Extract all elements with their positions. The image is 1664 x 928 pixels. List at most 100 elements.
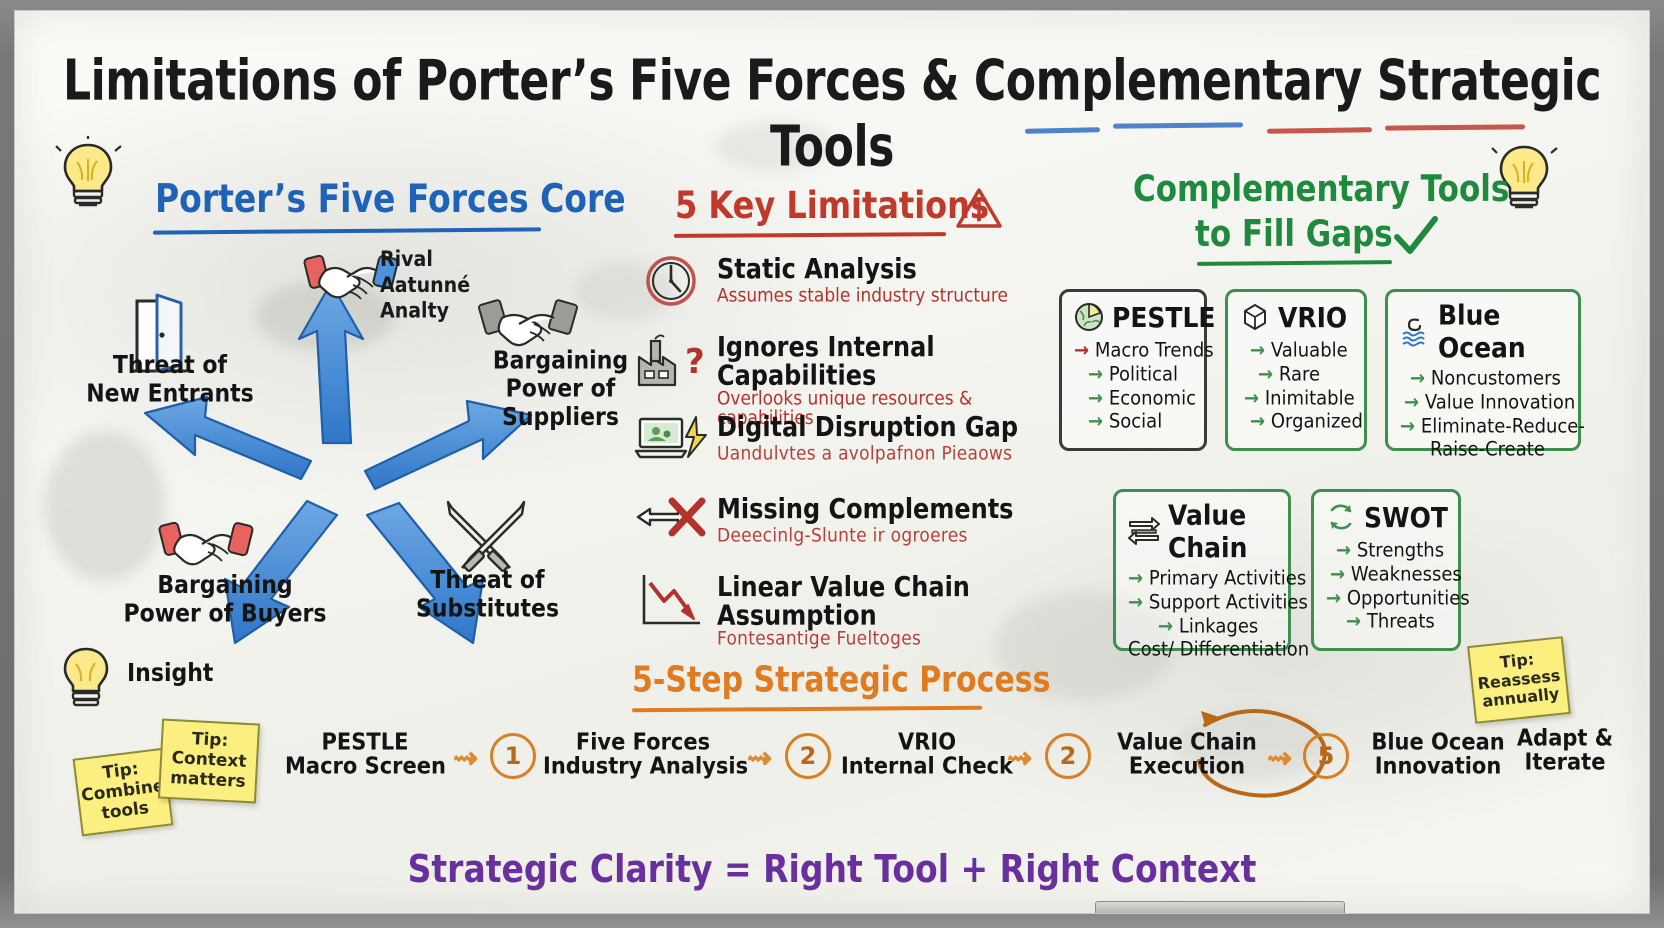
tool-card-title: VRIO: [1278, 300, 1348, 334]
process-step-number: 5: [1303, 733, 1349, 779]
handshake-red-icon: [158, 516, 254, 572]
process-connector-squiggle: ⇝: [453, 742, 479, 775]
tool-card-item: → Political: [1088, 362, 1179, 386]
arrow-icon: →: [1088, 362, 1104, 386]
arrow-icon: →: [1336, 539, 1352, 563]
arrow-icon: →: [1400, 414, 1416, 438]
tool-card-swot[interactable]: SWOT → Strengths → Weaknesses → Opportun…: [1311, 489, 1470, 651]
limitations-list: Static Analysis Assumes stable industry …: [634, 171, 1065, 671]
tool-card-blue-ocean[interactable]: Blue Ocean → Noncustomers → Value Innova…: [1385, 289, 1585, 461]
arrow-icon: →: [1330, 562, 1346, 586]
process-step: Five Forces Industry Analysis: [543, 728, 749, 780]
tool-card-item: → Organized: [1250, 410, 1363, 434]
process-step-line2: Internal Check: [840, 752, 1014, 780]
arrow-icon: →: [1250, 339, 1266, 363]
sticky-note-text: Tip: Context matters: [169, 729, 248, 792]
arrow-icon: →: [1088, 410, 1104, 434]
lightbulb-icon: [1491, 141, 1558, 213]
five-forces-star-arrows: [143, 281, 533, 645]
limitation-title: Digital Disruption Gap: [717, 410, 1019, 443]
process-connector-squiggle: ⇝: [747, 742, 773, 775]
five-forces-node-label-new-entrants: Threat of New Entrants: [86, 351, 254, 408]
arrow-icon: →: [1250, 410, 1266, 434]
five-forces-node-label-substitutes: Threat of Substitutes: [415, 566, 560, 623]
cross-icon: [635, 493, 707, 541]
five-forces-node-label-suppliers: Bargaining Power of Suppliers: [492, 347, 629, 432]
tool-card-item: → Social: [1088, 410, 1163, 434]
tool-card-item: → Valuable: [1250, 339, 1348, 363]
process-flow: PESTLE Macro Screen ⇝ 1 Five Forces Indu…: [285, 701, 1613, 811]
process-step-line1: Five Forces: [575, 728, 711, 756]
tool-card-item: → Opportunities: [1326, 586, 1470, 610]
tool-card-item: → Linkages: [1158, 614, 1259, 638]
process-step-number: 2: [1045, 733, 1091, 779]
open-door-icon: [123, 289, 193, 379]
tool-card-pestle[interactable]: PESTLE → Macro Trends → Political → Econ…: [1059, 289, 1215, 451]
tagline: Strategic Clarity = Right Tool + Right C…: [407, 845, 1257, 892]
marker-tray: [1095, 901, 1345, 913]
sticky-note-context-matters[interactable]: Tip: Context matters: [157, 718, 261, 804]
swot-cycle-icon: [1326, 502, 1356, 532]
tool-card-item: → Noncustomers: [1410, 367, 1561, 391]
arrow-icon: →: [1088, 386, 1104, 410]
tool-card-item: → Inimitable: [1244, 386, 1355, 410]
handshake-gray-icon: [478, 296, 578, 354]
process-step-line2: Execution: [1128, 752, 1246, 780]
process-loop-label-line1: Adapt &: [1516, 724, 1614, 752]
arrow-icon: →: [1346, 610, 1362, 634]
limitation-title: Linear Value Chain Assumption: [717, 570, 970, 632]
five-forces-node-label-rivalry: Rival Aatunné Analty: [380, 246, 471, 323]
limitation-item: Digital Disruption Gap Uandulvtes a avol…: [634, 410, 1055, 467]
limitation-subtitle: Uandulvtes a avolpafnon Pieaows: [717, 442, 1013, 465]
tool-card-title: PESTLE: [1112, 300, 1216, 334]
arrow-icon: →: [1258, 362, 1274, 386]
tool-card-item: Raise-Create: [1430, 438, 1545, 462]
tool-card-item: → Threats: [1346, 610, 1435, 634]
arrow-icon: →: [1158, 614, 1174, 638]
lightbulb-icon: [55, 136, 122, 211]
arrow-icon: →: [1074, 339, 1090, 363]
limitation-subtitle: Overlooks unique resources & capabilitie…: [717, 388, 973, 430]
tools-heading-line2: to Fill Gaps: [1195, 212, 1393, 256]
check-mark-icon: [1393, 215, 1439, 257]
insight-label: Insight: [127, 659, 214, 688]
whiteboard-surface: Limitations of Porter’s Five Forces & Co…: [14, 10, 1650, 914]
tool-card-value-chain[interactable]: Value Chain → Primary Activities → Suppo…: [1113, 489, 1309, 661]
clock-icon: [635, 253, 707, 309]
tool-card-item: → Eliminate-Reduce-: [1400, 414, 1585, 438]
sticky-note-text: Tip: Reassess annually: [1476, 649, 1562, 712]
tool-card-item: → Weaknesses: [1330, 562, 1462, 586]
arrow-icon: →: [1244, 386, 1260, 410]
limitation-title: Ignores Internal Capabilities: [717, 330, 935, 392]
tool-card-item: → Macro Trends: [1074, 339, 1214, 363]
limitation-item: Linear Value Chain Assumption Fontesanti…: [635, 570, 1055, 649]
tool-card-item: → Value Innovation: [1404, 390, 1576, 414]
crossed-swords-icon: [440, 496, 532, 578]
five-forces-diagram: Rival Aatunné Analty Bargaining Power of…: [55, 171, 635, 671]
five-forces-heading: Porter’s Five Forces Core: [155, 175, 626, 222]
tool-card-item: → Strengths: [1336, 539, 1445, 563]
process-step-line2: Innovation: [1374, 752, 1502, 780]
process-step: Value Chain Execution: [1097, 729, 1277, 780]
tool-card-title: Blue Ocean: [1438, 298, 1526, 364]
process-loop-label: Adapt & Iterate: [1500, 724, 1630, 776]
sticky-note-reassess-annually[interactable]: Tip: Reassess annually: [1467, 636, 1571, 724]
factory-icon: ?: [635, 331, 707, 389]
tool-card-vrio[interactable]: VRIO → Valuable → Rare → Inimitable → Or…: [1225, 289, 1367, 451]
process-step: PESTLE Macro Screen: [285, 729, 446, 780]
process-step: VRIO Internal Check: [837, 728, 1017, 780]
tools-grid: PESTLE → Macro Trends → Political → Econ…: [1055, 171, 1649, 671]
process-loop-label-line2: Iterate: [1524, 748, 1606, 776]
downtrend-icon: [635, 571, 707, 629]
limitation-subtitle: Deeecinlg-Slunte ir ogroeres: [717, 524, 968, 547]
process-step-line1: VRIO: [897, 728, 957, 756]
wave-icon: [1400, 316, 1430, 347]
tool-card-title: SWOT: [1364, 500, 1448, 534]
process-step-line2: Industry Analysis: [543, 752, 749, 780]
warning-triangle-icon: [955, 186, 1003, 230]
process-step-line1: Blue Ocean: [1371, 728, 1505, 756]
laptop-icon: [634, 411, 707, 467]
globe-pie-icon: [1074, 302, 1104, 332]
process-step-line2: Macro Screen: [285, 752, 446, 780]
arrow-icon: →: [1128, 567, 1144, 591]
